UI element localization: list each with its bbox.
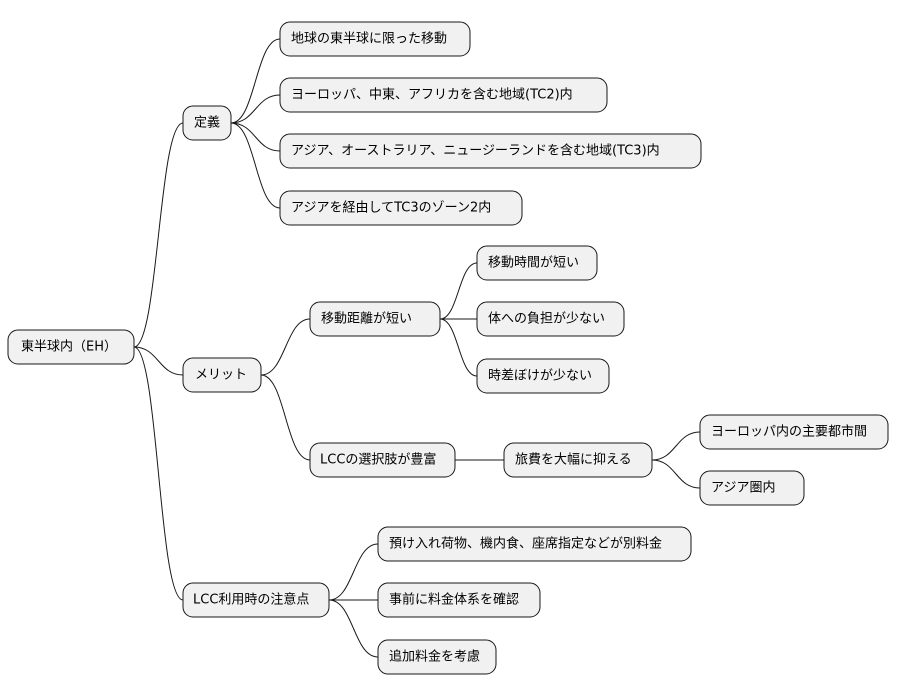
node-less-body-strain-box bbox=[476, 301, 625, 337]
node-definition: 定義 bbox=[182, 105, 232, 141]
node-consider-extra-fees-label: 追加料金を考慮 bbox=[389, 649, 480, 665]
node-lcc-cautions-label: LCC利用時の注意点 bbox=[193, 592, 309, 608]
node-reduce-travel-cost-box bbox=[503, 442, 653, 478]
node-merits-label: メリット bbox=[195, 368, 247, 383]
edge-cautions-extra-items bbox=[328, 543, 379, 601]
node-definition-item-4: アジアを経由してTC3のゾーン2内 bbox=[279, 190, 523, 226]
node-definition-item-3: アジア、オーストラリア、ニュージーランドを含む地域(TC3)内 bbox=[279, 133, 702, 169]
node-extra-charges-items-label: 預け入れ荷物、機内食、座席指定などが別料金 bbox=[389, 536, 662, 552]
node-check-fare-structure: 事前に料金体系を確認 bbox=[377, 582, 541, 618]
edge-cost-asia bbox=[651, 459, 701, 489]
edge-short-distance-jetlag bbox=[439, 318, 478, 377]
node-consider-extra-fees-box bbox=[377, 639, 497, 675]
edge-root-definition bbox=[133, 122, 184, 348]
node-short-distance-label: 移動距離が短い bbox=[321, 312, 412, 327]
node-within-asia-box bbox=[699, 470, 805, 506]
node-short-travel-time-label: 移動時間が短い bbox=[488, 256, 579, 271]
node-lcc-options: LCCの選択肢が豊富 bbox=[309, 442, 456, 478]
node-check-fare-structure-box bbox=[377, 582, 541, 618]
node-definition-item-3-label: アジア、オーストラリア、ニュージーランドを含む地域(TC3)内 bbox=[291, 143, 660, 159]
edge-merits-short-distance bbox=[260, 318, 311, 376]
edge-definition-item-4 bbox=[230, 122, 281, 209]
node-lcc-options-box bbox=[309, 442, 456, 478]
edge-root-cautions bbox=[133, 346, 184, 601]
node-merits-box bbox=[182, 357, 262, 393]
node-europe-major-cities-label: ヨーロッパ内の主要都市間 bbox=[711, 424, 867, 440]
node-less-jet-lag: 時差ぼけが少ない bbox=[476, 358, 610, 394]
node-definition-label: 定義 bbox=[194, 115, 220, 131]
edge-root-merits bbox=[133, 346, 184, 376]
node-definition-item-1: 地球の東半球に限った移動 bbox=[279, 21, 471, 57]
node-less-jet-lag-label: 時差ぼけが少ない bbox=[488, 369, 592, 384]
edge-short-distance-time bbox=[439, 262, 478, 320]
edge-cost-europe bbox=[651, 431, 701, 461]
node-root-box bbox=[7, 329, 135, 365]
node-root: 東半球内（EH） bbox=[7, 329, 135, 365]
node-short-travel-time-box bbox=[476, 245, 598, 281]
edge-definition-item-2 bbox=[230, 94, 281, 124]
node-reduce-travel-cost-label: 旅費を大幅に抑える bbox=[515, 453, 632, 468]
node-definition-item-2: ヨーロッパ、中東、アフリカを含む地域(TC2)内 bbox=[279, 77, 608, 113]
node-reduce-travel-cost: 旅費を大幅に抑える bbox=[503, 442, 653, 478]
node-definition-item-4-box bbox=[279, 190, 523, 226]
node-definition-item-2-box bbox=[279, 77, 608, 113]
node-lcc-cautions: LCC利用時の注意点 bbox=[182, 582, 330, 618]
node-lcc-cautions-box bbox=[182, 582, 330, 618]
node-extra-charges-items: 預け入れ荷物、機内食、座席指定などが別料金 bbox=[377, 526, 692, 562]
node-definition-item-1-box bbox=[279, 21, 471, 57]
node-definition-box bbox=[182, 105, 232, 141]
node-root-label: 東半球内（EH） bbox=[21, 339, 117, 355]
node-definition-item-4-label: アジアを経由してTC3のゾーン2内 bbox=[291, 200, 491, 216]
node-less-body-strain-label: 体への負担が少ない bbox=[488, 312, 605, 327]
node-definition-item-1-label: 地球の東半球に限った移動 bbox=[291, 31, 447, 47]
node-extra-charges-items-box bbox=[377, 526, 692, 562]
node-europe-major-cities-box bbox=[699, 414, 889, 450]
node-short-travel-time: 移動時間が短い bbox=[476, 245, 598, 281]
node-definition-item-2-label: ヨーロッパ、中東、アフリカを含む地域(TC2)内 bbox=[291, 87, 573, 103]
node-consider-extra-fees: 追加料金を考慮 bbox=[377, 639, 497, 675]
node-less-body-strain: 体への負担が少ない bbox=[476, 301, 625, 337]
node-less-jet-lag-box bbox=[476, 358, 610, 394]
node-lcc-options-label: LCCの選択肢が豊富 bbox=[320, 452, 436, 468]
node-within-asia-label: アジア圏内 bbox=[711, 480, 775, 496]
node-merits: メリット bbox=[182, 357, 262, 393]
edge-merits-lcc-options bbox=[260, 374, 311, 461]
node-short-distance: 移動距離が短い bbox=[309, 301, 441, 337]
edge-definition-item-1 bbox=[230, 38, 281, 124]
mindmap-edges bbox=[133, 38, 701, 658]
node-europe-major-cities: ヨーロッパ内の主要都市間 bbox=[699, 414, 889, 450]
edge-definition-item-3 bbox=[230, 122, 281, 152]
node-within-asia: アジア圏内 bbox=[699, 470, 805, 506]
node-definition-item-3-box bbox=[279, 133, 702, 169]
node-check-fare-structure-label: 事前に料金体系を確認 bbox=[389, 592, 519, 608]
edge-cautions-extra-fees bbox=[328, 599, 379, 658]
node-short-distance-box bbox=[309, 301, 441, 337]
